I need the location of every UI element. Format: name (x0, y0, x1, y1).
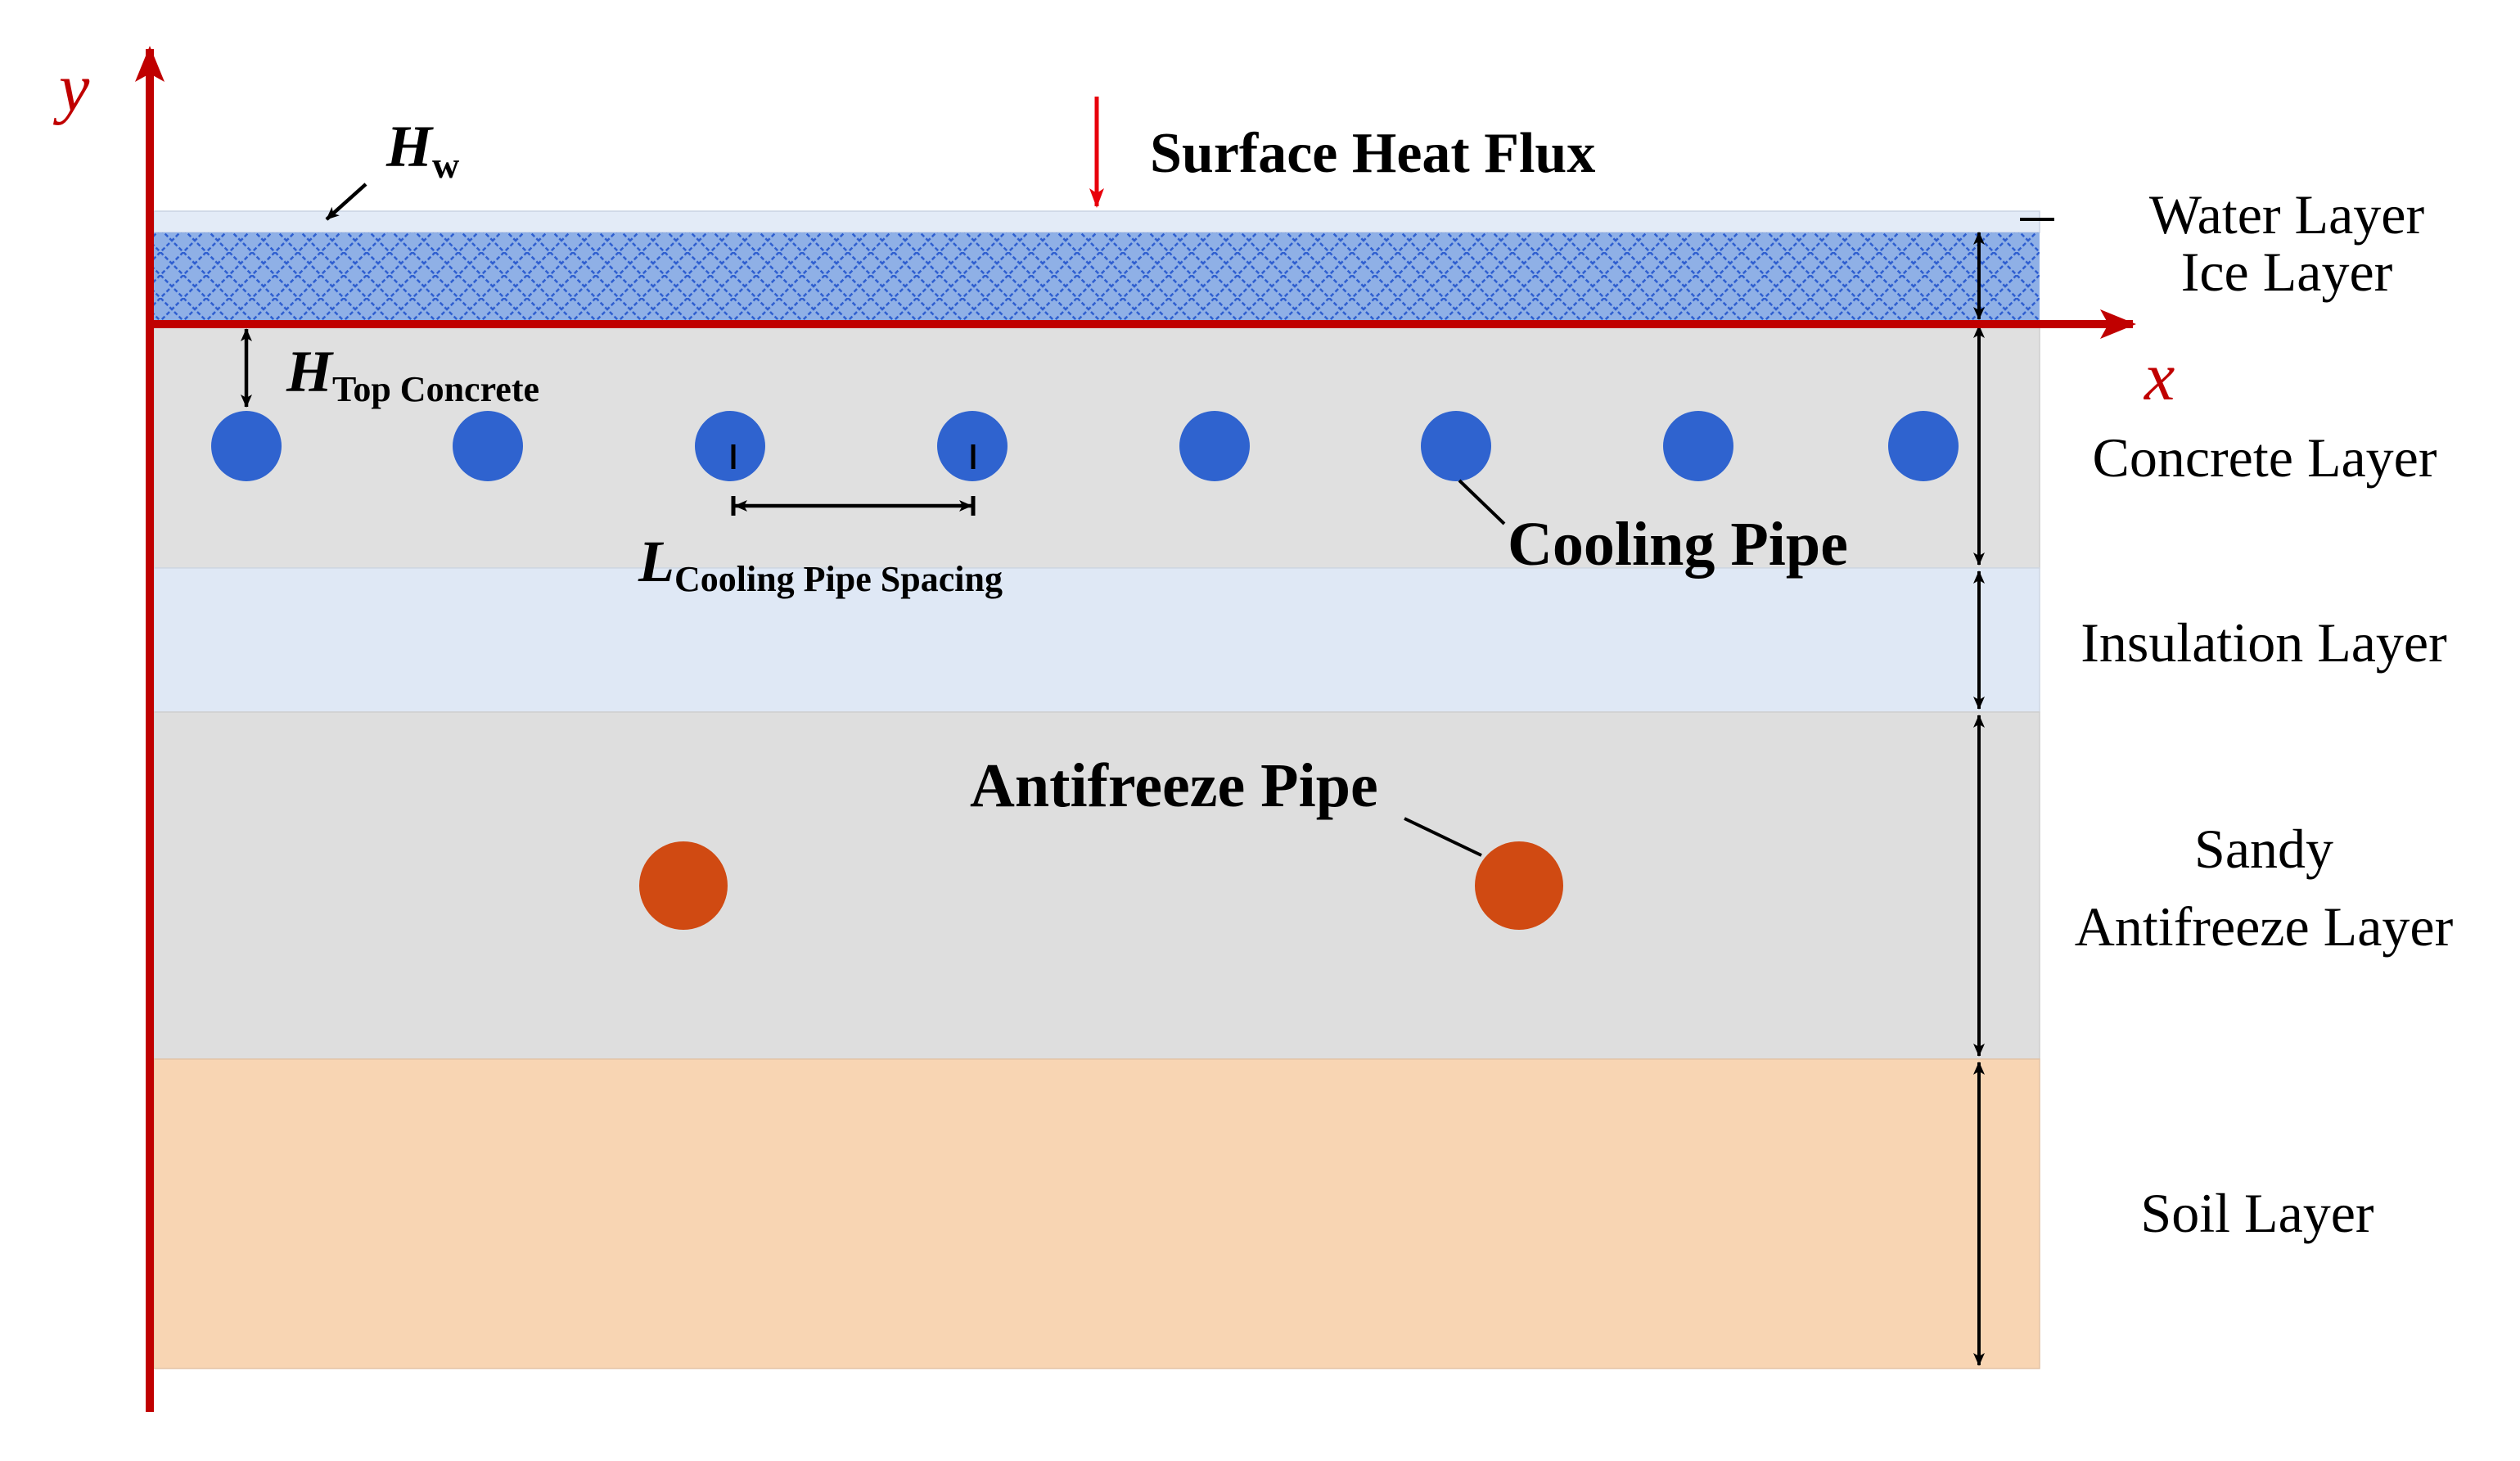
top-concrete-label-sub: Top Concrete (332, 369, 539, 409)
ice-layer-label: Ice Layer (2181, 241, 2393, 303)
top-concrete-label: HTop Concrete (286, 339, 539, 409)
pipe-spacing-label-sub: Cooling Pipe Spacing (674, 559, 1003, 599)
water-layer-label: Water Layer (2149, 183, 2425, 246)
pipe-spacing-dimension (731, 444, 976, 516)
cooling-pipe-6 (1421, 411, 1491, 481)
cooling-pipe-3 (695, 411, 765, 481)
antifreeze-pipe-leader (1404, 817, 1482, 857)
pipe-spacing-label: LCooling Pipe Spacing (638, 529, 1003, 599)
cooling-pipe-5 (1179, 411, 1250, 481)
y-axis-label: y (52, 50, 90, 126)
cooling-pipe-2 (453, 411, 523, 481)
cooling-pipe-7 (1663, 411, 1733, 481)
cooling-pipe-leader (1458, 479, 1506, 525)
soil-layer-label: Soil Layer (2140, 1182, 2374, 1244)
cooling-pipe-8 (1888, 411, 1959, 481)
ice-layer (154, 232, 2040, 322)
pipe-spacing-label-main: L (638, 529, 674, 594)
cooling-pipe-label: Cooling Pipe (1508, 510, 1848, 579)
hw-label-main: H (385, 114, 434, 179)
sandy-antifreeze-layer (153, 711, 2040, 1060)
hw-label: Hw (385, 114, 459, 186)
x-axis-label: x (2143, 339, 2175, 415)
soil-layer (153, 1058, 2040, 1369)
sandy-layer-label-line2: Antifreeze Layer (2075, 895, 2454, 958)
insulation-layer-label: Insulation Layer (2080, 611, 2447, 674)
antifreeze-pipe-label: Antifreeze Pipe (970, 751, 1378, 820)
water-layer (153, 210, 2040, 233)
surface-heat-flux-label: Surface Heat Flux (1150, 122, 1595, 185)
cooling-pipe-1 (211, 411, 282, 481)
antifreeze-pipe-2 (1475, 841, 1563, 930)
sandy-layer-label-line1: Sandy (2194, 818, 2333, 880)
hw-pointer-arrow (325, 183, 367, 221)
concrete-layer-label: Concrete Layer (2093, 426, 2437, 489)
hw-label-sub: w (432, 144, 459, 186)
top-concrete-label-main: H (286, 339, 334, 404)
antifreeze-pipe-1 (639, 841, 728, 930)
antifreeze-pipes (639, 841, 1563, 930)
insulation-layer (153, 567, 2040, 713)
